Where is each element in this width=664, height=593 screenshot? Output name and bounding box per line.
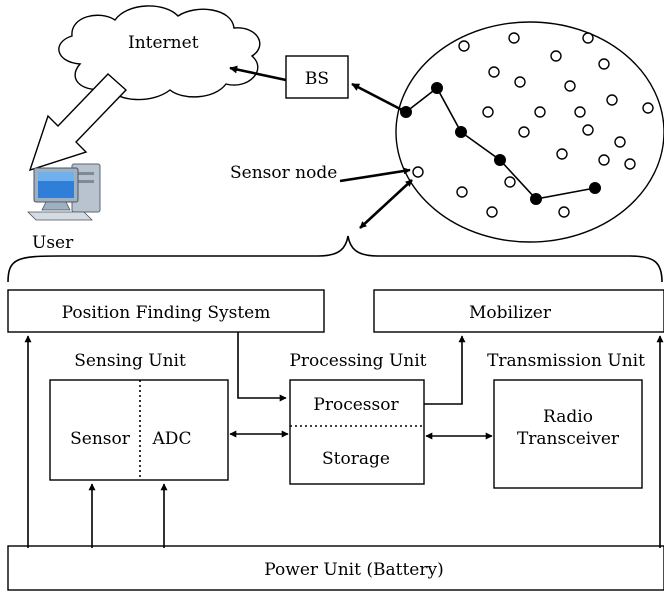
routing-node	[455, 126, 467, 138]
mobilizer-label: Mobilizer	[469, 303, 552, 323]
idle-nodes	[412, 32, 654, 218]
sensor-node	[550, 50, 562, 62]
sensor-node	[606, 94, 618, 106]
sensor-node	[624, 158, 636, 170]
sensor-node	[598, 154, 610, 166]
mobilizer-box	[373, 289, 664, 333]
processing-unit-label: Processing Unit	[289, 351, 426, 371]
sensor-node-label: Sensor node	[230, 163, 337, 183]
sensor-node	[534, 106, 546, 118]
sensor-field	[395, 21, 664, 243]
internet-label: Internet	[128, 33, 199, 53]
sensor-node	[458, 40, 470, 52]
routing-node	[589, 182, 601, 194]
position-to-processor-arrow	[237, 332, 287, 402]
sensor-node	[456, 186, 468, 198]
sensor-node	[508, 32, 520, 44]
power-unit-box	[7, 545, 664, 591]
node-to-detail-arrow	[359, 179, 413, 229]
processor-label: Processor	[313, 395, 399, 415]
base-station-label: BS	[305, 69, 329, 89]
sensor-node-pointer	[339, 167, 411, 183]
routing-node	[400, 106, 412, 118]
sensor-node	[582, 124, 594, 136]
desktop-computer-icon	[27, 163, 101, 221]
routing-nodes	[400, 82, 601, 205]
adc-label: ADC	[152, 429, 192, 449]
radio-label-line1: Radio	[543, 407, 593, 427]
sensor-node	[504, 176, 516, 188]
transmission-unit-box	[493, 379, 643, 489]
sensor-node	[482, 106, 494, 118]
sensor-node	[582, 32, 594, 44]
sensor-node	[564, 80, 576, 92]
transmission-unit-label: Transmission Unit	[487, 351, 645, 371]
sensor-node	[486, 206, 498, 218]
sensor-node	[514, 76, 526, 88]
radio-label-line2: Transceiver	[517, 429, 620, 449]
user-label: User	[32, 233, 74, 253]
base-station-box	[285, 55, 349, 99]
sensor-node	[614, 136, 626, 148]
processing-unit-box	[289, 379, 425, 485]
sensing-unit-box	[49, 379, 229, 481]
highlighted-sensor-node	[412, 166, 424, 178]
sensing-unit-label: Sensing Unit	[74, 351, 186, 371]
position-finding-system-label: Position Finding System	[62, 303, 271, 323]
sensor-node	[642, 102, 654, 114]
bs-to-internet-arrow	[229, 65, 287, 82]
field-to-bs-arrow	[351, 82, 407, 114]
processor-to-mobilizer-arrow	[424, 335, 466, 405]
position-finding-system-box	[7, 289, 325, 333]
storage-label: Storage	[322, 449, 390, 469]
sensor-node	[518, 126, 530, 138]
internet-to-user-arrow	[28, 73, 128, 172]
sensor-node	[574, 106, 586, 118]
routing-node	[494, 154, 506, 166]
expansion-brace	[7, 235, 663, 283]
sensor-node	[488, 66, 500, 78]
sensor-node	[598, 58, 610, 70]
routing-node	[431, 82, 443, 94]
routing-node	[530, 193, 542, 205]
sensor-node	[558, 206, 570, 218]
sensor-node	[556, 148, 568, 160]
power-unit-label: Power Unit (Battery)	[264, 560, 443, 580]
routing-path	[405, 86, 596, 200]
sensor-label: Sensor	[70, 429, 131, 449]
